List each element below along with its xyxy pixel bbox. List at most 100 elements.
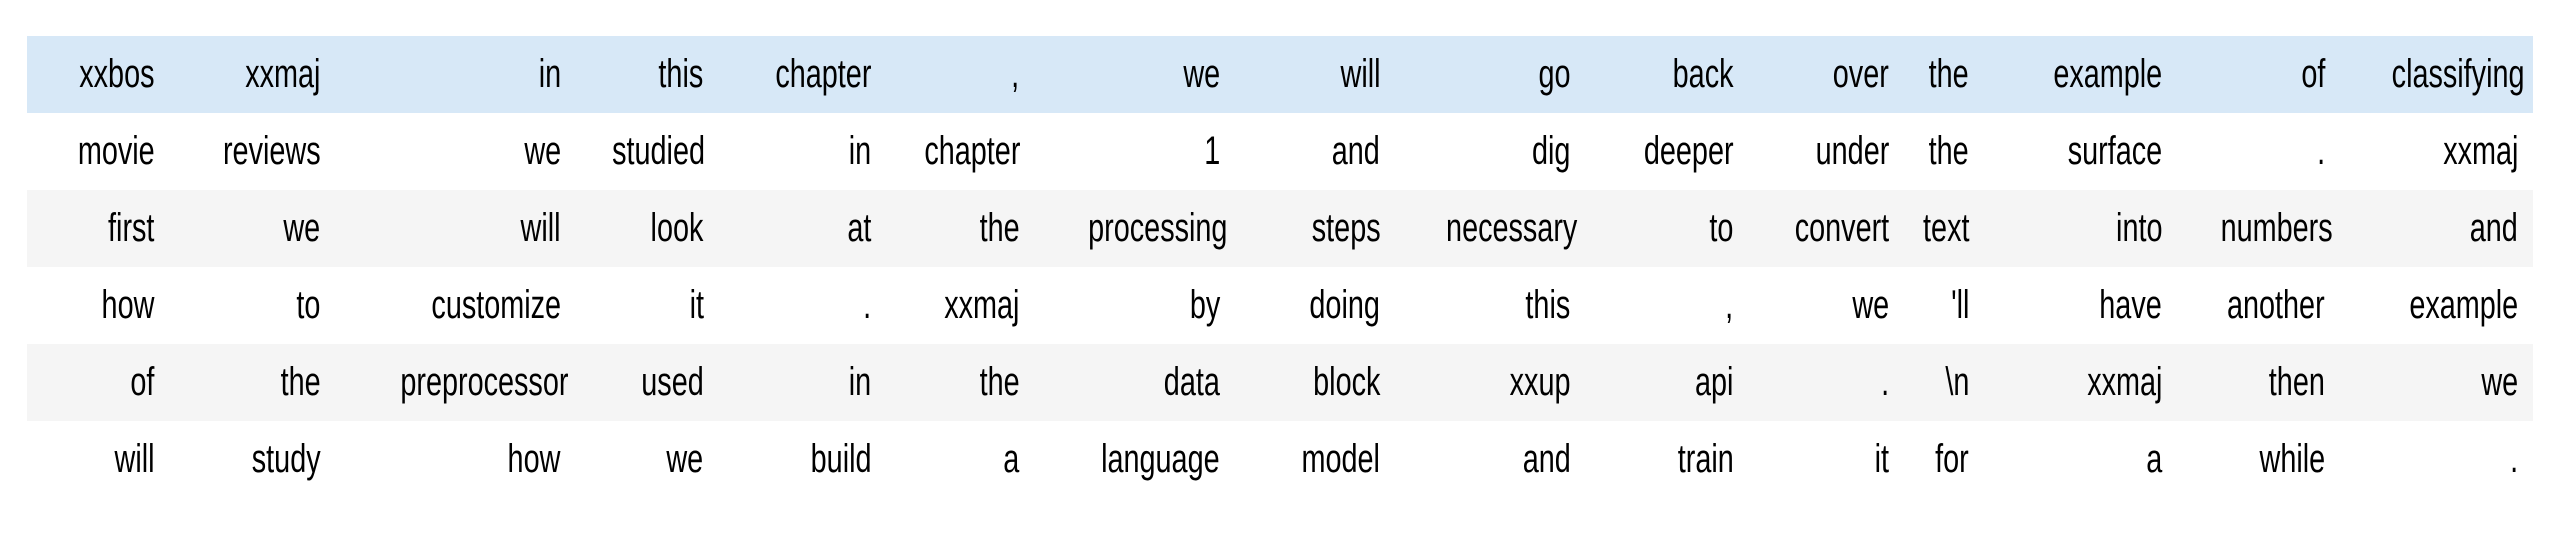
table-row-highlighted: xxbos xxmaj in this chapter , we will go… bbox=[27, 36, 2533, 113]
token-cell: xxmaj bbox=[1984, 344, 2177, 421]
token-cell: movie bbox=[27, 113, 170, 190]
token-text: we bbox=[666, 437, 704, 481]
token-cell: the bbox=[1904, 36, 1984, 113]
token-cell: xxmaj bbox=[887, 267, 1035, 344]
token-text: we bbox=[523, 129, 561, 173]
token-cell: . bbox=[719, 267, 887, 344]
token-cell: convert bbox=[1749, 190, 1904, 267]
token-cell: at bbox=[719, 190, 887, 267]
token-cell: in bbox=[719, 113, 887, 190]
token-text: . bbox=[863, 283, 872, 327]
token-cell: \n bbox=[1904, 344, 1984, 421]
token-text: to bbox=[1709, 206, 1734, 250]
token-cell: go bbox=[1395, 36, 1585, 113]
table-row: will study how we build a language model… bbox=[27, 421, 2533, 498]
token-text: back bbox=[1672, 52, 1734, 96]
token-text: and bbox=[1332, 129, 1381, 173]
token-text: the bbox=[979, 360, 1020, 404]
token-text: it bbox=[1874, 437, 1889, 481]
token-cell: how bbox=[27, 267, 170, 344]
token-cell: deeper bbox=[1586, 113, 1749, 190]
token-cell: and bbox=[2340, 190, 2533, 267]
token-text: api bbox=[1695, 360, 1734, 404]
token-text: at bbox=[847, 206, 872, 250]
token-text: a bbox=[2145, 437, 2163, 481]
token-text: numbers bbox=[2220, 206, 2333, 250]
token-text: text bbox=[1922, 206, 1970, 250]
token-cell: we bbox=[335, 113, 576, 190]
token-text: example bbox=[2409, 283, 2518, 327]
token-cell: numbers bbox=[2177, 190, 2340, 267]
token-cell: studied bbox=[576, 113, 719, 190]
token-cell: we bbox=[2340, 344, 2533, 421]
token-cell: text bbox=[1904, 190, 1984, 267]
token-text: movie bbox=[78, 129, 155, 173]
token-text: used bbox=[641, 360, 704, 404]
token-text: xxmaj bbox=[245, 52, 321, 96]
token-cell: over bbox=[1749, 36, 1904, 113]
token-cell: we bbox=[170, 190, 335, 267]
token-cell: processing bbox=[1034, 190, 1234, 267]
token-text: deeper bbox=[1643, 129, 1734, 173]
table-row: first we will look at the processing ste… bbox=[27, 190, 2533, 267]
token-text: build bbox=[810, 437, 872, 481]
token-text: into bbox=[2115, 206, 2163, 250]
token-cell: to bbox=[170, 267, 335, 344]
token-text: in bbox=[849, 360, 872, 404]
token-cell: language bbox=[1034, 421, 1234, 498]
token-text: convert bbox=[1794, 206, 1889, 250]
token-cell: a bbox=[887, 421, 1035, 498]
token-text: will bbox=[114, 437, 155, 481]
token-cell: . bbox=[2177, 113, 2340, 190]
token-cell: customize bbox=[335, 267, 576, 344]
token-text: go bbox=[1538, 52, 1571, 96]
token-cell: in bbox=[335, 36, 576, 113]
token-text: studied bbox=[611, 129, 705, 173]
token-cell: 1 bbox=[1034, 113, 1234, 190]
token-cell: of bbox=[2177, 36, 2340, 113]
token-cell: this bbox=[576, 36, 719, 113]
token-cell: block bbox=[1235, 344, 1395, 421]
token-cell: data bbox=[1034, 344, 1234, 421]
token-text: to bbox=[296, 283, 321, 327]
token-cell: another bbox=[2177, 267, 2340, 344]
token-cell: of bbox=[27, 344, 170, 421]
token-text: it bbox=[689, 283, 704, 327]
token-cell: and bbox=[1395, 421, 1585, 498]
token-text: the bbox=[1929, 52, 1970, 96]
token-text: classifying bbox=[2391, 52, 2525, 96]
token-cell: train bbox=[1586, 421, 1749, 498]
token-cell: doing bbox=[1235, 267, 1395, 344]
token-cell: . bbox=[1749, 344, 1904, 421]
token-cell: will bbox=[1235, 36, 1395, 113]
token-text: \n bbox=[1945, 360, 1970, 404]
token-text: while bbox=[2259, 437, 2325, 481]
token-cell: the bbox=[887, 190, 1035, 267]
token-text: the bbox=[1929, 129, 1970, 173]
token-text: then bbox=[2268, 360, 2325, 404]
token-cell: will bbox=[335, 190, 576, 267]
token-cell: xxmaj bbox=[170, 36, 335, 113]
token-cell: a bbox=[1984, 421, 2177, 498]
token-cell: this bbox=[1395, 267, 1585, 344]
token-cell: necessary bbox=[1395, 190, 1585, 267]
token-text: xxmaj bbox=[2086, 360, 2163, 404]
token-cell: xxmaj bbox=[2340, 113, 2533, 190]
table-row: movie reviews we studied in chapter 1 an… bbox=[27, 113, 2533, 190]
token-cell: we bbox=[576, 421, 719, 498]
token-text: over bbox=[1832, 52, 1889, 96]
token-cell: into bbox=[1984, 190, 2177, 267]
token-cell: under bbox=[1749, 113, 1904, 190]
token-cell: to bbox=[1586, 190, 1749, 267]
token-cell: classifying bbox=[2340, 36, 2533, 113]
token-text: xxmaj bbox=[944, 283, 1020, 327]
token-text: doing bbox=[1309, 283, 1381, 327]
token-cell: while bbox=[2177, 421, 2340, 498]
token-text: xxmaj bbox=[2442, 129, 2518, 173]
token-text: and bbox=[1522, 437, 1571, 481]
token-text: study bbox=[251, 437, 321, 481]
token-text: for bbox=[1935, 437, 1970, 481]
token-text: customize bbox=[431, 283, 561, 327]
table-row: of the preprocessor used in the data blo… bbox=[27, 344, 2533, 421]
token-cell: back bbox=[1586, 36, 1749, 113]
